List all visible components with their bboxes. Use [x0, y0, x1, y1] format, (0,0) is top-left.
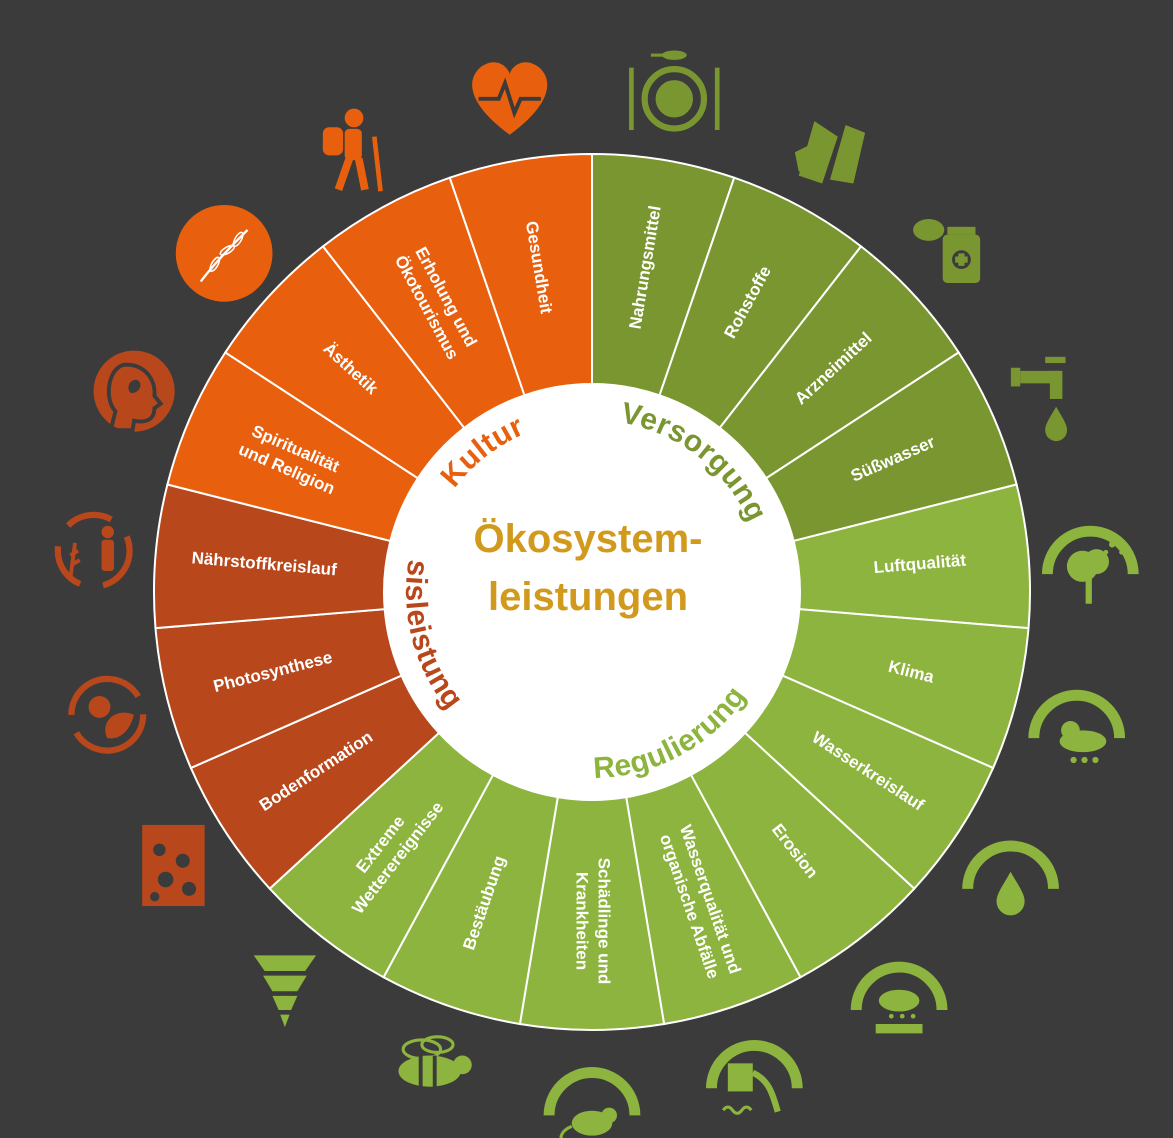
center-disc [384, 384, 800, 800]
hiker-icon [322, 108, 383, 192]
pest-rat-icon [543, 1067, 641, 1138]
health-heart-icon [472, 62, 548, 135]
center-title-line2: leistungen [488, 575, 688, 619]
spirituality-head-icon [93, 350, 175, 433]
soil-formation-icon [142, 824, 205, 907]
air-quality-tree-icon [1041, 525, 1139, 604]
center-title: Ökosystem- leistungen [474, 516, 703, 619]
nutrient-cycle-icon [54, 511, 133, 590]
extreme-weather-tornado-icon [253, 955, 317, 1028]
water-tap-icon [1010, 356, 1068, 442]
center-title-line1: Ökosystem- [474, 516, 703, 561]
pollination-bee-icon [398, 1035, 472, 1087]
water-quality-waste-icon [705, 1040, 803, 1115]
water-cycle-drop-icon [962, 840, 1059, 916]
raw-materials-icon [794, 121, 866, 184]
photosynthesis-icon [68, 675, 147, 754]
erosion-rain-icon [850, 961, 948, 1034]
aesthetics-plant-icon [175, 204, 273, 302]
food-plate-icon [629, 50, 720, 132]
climate-weather-icon [1028, 689, 1126, 764]
segment-label: Krankheiten [573, 872, 592, 970]
medicine-icon [913, 219, 981, 283]
segment-label: Schädlinge und [595, 858, 614, 985]
